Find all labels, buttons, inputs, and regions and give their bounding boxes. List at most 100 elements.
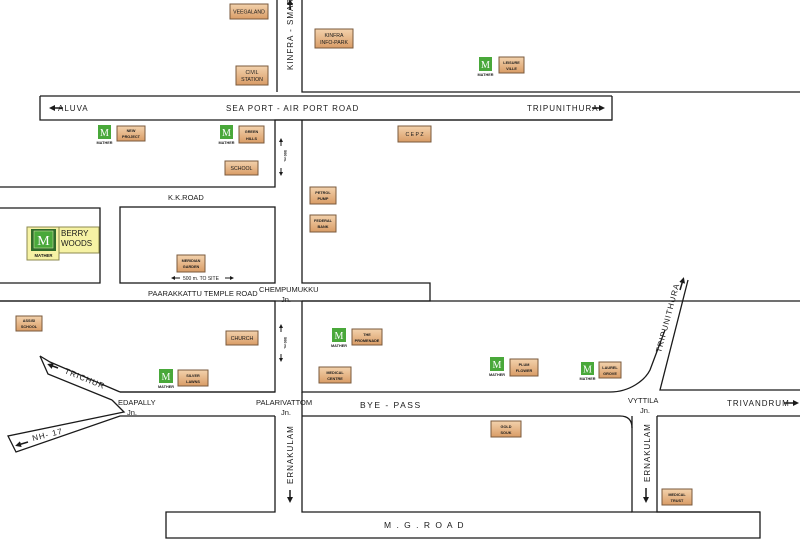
road-label-tripunithura-diag: TRIPUNITHURA <box>654 282 681 353</box>
junction-palarivattom: PALARIVATTOM <box>256 398 312 407</box>
landmark-green-hills: M MATHER GREEN HILLS <box>219 125 265 145</box>
project-name: BERRY <box>61 229 89 238</box>
distance-note-2: 500 m. <box>283 337 287 349</box>
landmark-meridian-garden: MERIDIAN GARDEN <box>176 254 206 273</box>
logo-letter: M <box>583 365 592 376</box>
landmark-petrol-pump: PETROL PUMP <box>309 186 337 205</box>
block-edge <box>7 399 275 453</box>
junction-vyttila-jn: Jn. <box>640 406 650 415</box>
arrow-up-icon <box>679 277 686 291</box>
arrow-left-icon <box>15 441 29 448</box>
logo-letter: M <box>335 331 344 342</box>
landmark-the-promenade: M MATHER THE PROMENADE <box>331 328 383 348</box>
landmark-church: CHURCH <box>225 330 259 346</box>
logo-letter: M <box>162 372 171 383</box>
landmark-gold-souk: GOLD SOUK <box>490 420 522 438</box>
road-label-seaport: SEA PORT - AIR PORT ROAD <box>226 104 359 113</box>
landmark-kinfra: KINFRA INFO-PARK <box>314 28 354 49</box>
road-label-ernakulam-2: ERNAKULAM <box>643 423 652 482</box>
logo-word: MATHER <box>158 385 174 389</box>
block-edge <box>0 207 101 284</box>
road-label-trivandrum: TRIVANDRUM <box>727 399 790 408</box>
landmark-silver-lawns: M MATHER SILVER LAWNS <box>158 369 209 389</box>
landmark-label: KINFRA <box>324 33 344 39</box>
landmark-label: TRUST <box>671 499 684 503</box>
block-edge <box>0 120 431 302</box>
landmark-label: FLOWER <box>516 369 533 373</box>
landmark-label: CIVIL <box>246 70 259 76</box>
road-label-bypass: BYE - PASS <box>360 400 422 410</box>
block-edge <box>165 416 761 539</box>
landmark-label: SCHOOL <box>231 166 253 172</box>
landmark-label: LAWNS <box>186 380 200 384</box>
landmark-label: GOLD <box>501 425 512 429</box>
junction-vyttila: VYTTILA <box>628 396 658 405</box>
landmark-label: MEDICAL <box>326 371 344 375</box>
junction-palarivattom-jn: Jn. <box>281 408 291 417</box>
landmark-label: PROMENADE <box>355 339 380 343</box>
landmark-label: PROJECT <box>122 135 141 139</box>
landmark-label: THE <box>363 333 371 337</box>
block-edge <box>301 301 666 393</box>
block-edge <box>301 416 632 513</box>
landmarks: VEEGALAND KINFRA INFO-PARK CIVIL STATION… <box>15 3 693 506</box>
landmark-school: SCHOOL <box>224 160 259 176</box>
road-label-kk: K.K.ROAD <box>168 193 204 202</box>
landmark-plum-flower: M MATHER PLUM FLOWER <box>489 357 539 377</box>
logo-word: MATHER <box>580 377 596 381</box>
landmark-label: SOUK <box>501 431 512 435</box>
landmark-laurel-grove: M MATHER LAUREL GROVE <box>580 361 622 381</box>
logo-letter: M <box>481 60 490 71</box>
block-edge <box>39 355 121 393</box>
logo-word: MATHER <box>489 373 505 377</box>
landmark-label: PETROL <box>315 191 331 195</box>
junction-chempumukku: CHEMPUMUKKU <box>259 285 319 294</box>
landmark-label: MEDICAL <box>668 493 686 497</box>
logo-word: MATHER <box>34 253 53 258</box>
junction-edapally: EDAPALLY <box>118 398 156 407</box>
project-name: WOODS <box>61 239 92 248</box>
mather-logo-icon <box>332 328 346 342</box>
block-edge <box>302 415 633 429</box>
landmark-label: LAUREL <box>602 366 618 370</box>
landmark-label: VILLE <box>506 67 517 71</box>
mather-logo-icon <box>490 357 504 371</box>
mather-logo-icon <box>581 362 594 375</box>
junction-chempumukku-jn: Jn. <box>281 295 291 304</box>
logo-word: MATHER <box>97 141 113 145</box>
road-label-tripunithura: TRIPUNITHURA <box>527 104 599 113</box>
block-edge <box>301 0 800 93</box>
logo-word: MATHER <box>331 344 347 348</box>
block-kk <box>119 206 276 284</box>
distance-note-1: 500 m. <box>283 150 287 162</box>
landmark-label: INFO-PARK <box>320 40 348 46</box>
block-edge <box>39 355 113 401</box>
logo-letter: M <box>37 234 50 249</box>
mather-logo-icon <box>98 125 111 139</box>
landmark-leisure-ville: M MATHER LEISURE VILLE <box>478 56 525 77</box>
landmark-medical-centre: MEDICAL CENTRE <box>318 366 352 384</box>
landmark-assisi-school: ASSISI SCHOOL <box>15 315 43 332</box>
landmark-label: STATION <box>241 77 263 83</box>
logo-letter: M <box>100 128 109 139</box>
block-edge <box>0 300 276 393</box>
landmark-label: VEEGALAND <box>233 10 265 16</box>
landmark-label: HILLS <box>246 137 257 141</box>
road-label-aluva: ALUVA <box>58 104 89 113</box>
landmark-medical-trust: MEDICAL TRUST <box>661 488 693 506</box>
logo-word: MATHER <box>219 141 235 145</box>
landmark-veegaland: VEEGALAND <box>229 3 269 20</box>
city-blocks <box>0 0 800 539</box>
road-label-trichur: TRICHUR <box>63 367 106 391</box>
landmark-federal-bank: FEDERAL BANK <box>309 214 337 233</box>
block-edge <box>656 416 760 513</box>
road-label-mg-road: M . G . R O A D <box>384 520 465 530</box>
logo-letter: M <box>222 128 231 139</box>
landmark-label: CENTRE <box>327 377 343 381</box>
block-edge <box>39 96 612 121</box>
landmark-label: NEW <box>127 129 136 133</box>
landmark-cepz: C E P Z <box>397 125 432 143</box>
mather-logo-icon <box>479 57 492 71</box>
road-label-paarakkattu: PAARAKKATTU TEMPLE ROAD <box>148 289 258 298</box>
